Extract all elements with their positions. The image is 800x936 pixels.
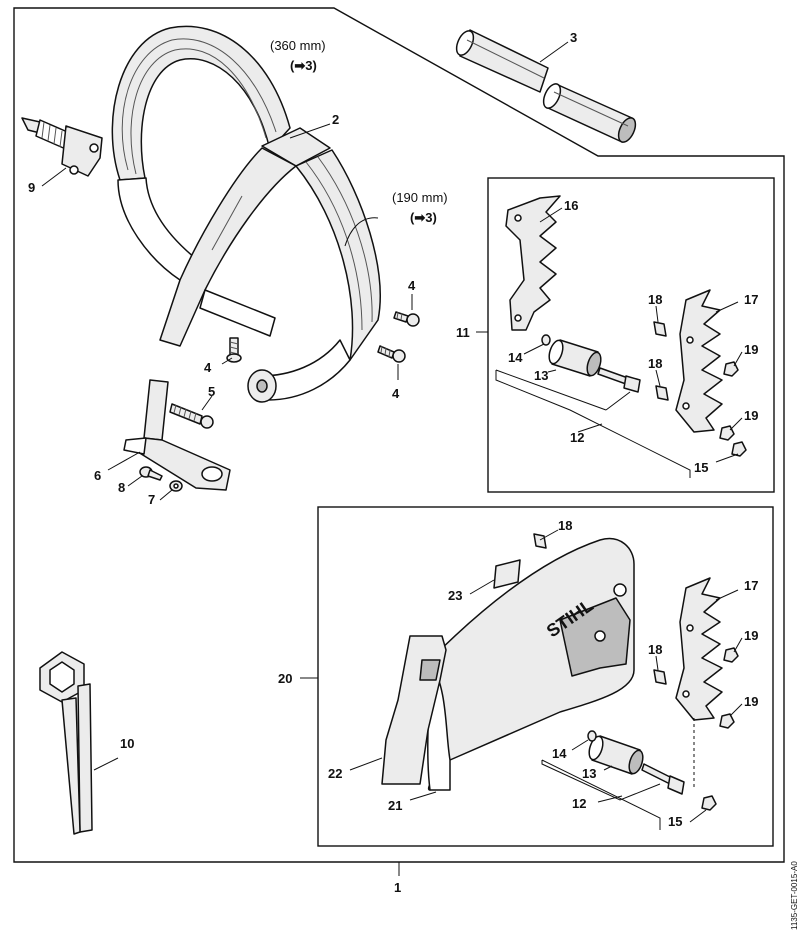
assembly-frame (13, 7, 785, 863)
callout-6: 6 (94, 468, 101, 483)
callout-5: 5 (208, 384, 215, 399)
note-length-190: (190 mm) (392, 190, 448, 205)
callout-7: 7 (148, 492, 155, 507)
washer-14-upper[interactable] (541, 334, 551, 346)
callout-14-b: 14 (552, 746, 567, 761)
nut-19-a[interactable] (723, 361, 739, 377)
screw-4b[interactable] (393, 311, 420, 327)
callout-20: 20 (278, 671, 292, 686)
callout-11: 11 (456, 325, 470, 340)
nut-19-c[interactable] (723, 647, 739, 663)
bolt-lower[interactable] (641, 763, 685, 795)
callout-1: 1 (394, 880, 401, 895)
callout-12-b: 12 (572, 796, 586, 811)
callout-18-c: 18 (558, 518, 572, 533)
callout-9: 9 (28, 180, 35, 195)
callout-8: 8 (118, 480, 125, 495)
callout-2: 2 (332, 112, 339, 127)
front-handle-bar[interactable] (111, 25, 381, 403)
callout-3: 3 (570, 30, 577, 45)
screw-18-b[interactable] (655, 385, 669, 401)
screw-18-a[interactable] (653, 321, 667, 337)
callout-4-c: 4 (392, 386, 400, 401)
callout-19-d: 19 (744, 694, 758, 709)
callout-10: 10 (120, 736, 134, 751)
callout-17-a: 17 (744, 292, 758, 307)
callout-4-b: 4 (204, 360, 212, 375)
nut-15-lower[interactable] (701, 795, 717, 811)
callout-13-a: 13 (534, 368, 548, 383)
screw-18-c[interactable] (533, 533, 547, 549)
spring-assembly[interactable] (21, 117, 103, 177)
screw-8[interactable] (139, 466, 163, 481)
guide-plate-22[interactable] (381, 635, 447, 785)
callout-18-a: 18 (648, 292, 662, 307)
callout-23: 23 (448, 588, 462, 603)
drawing-code: 1135-GET-0015-A0 (790, 861, 799, 930)
bumper-spike-16[interactable] (505, 195, 561, 331)
nut-15-upper[interactable] (731, 441, 747, 457)
bumper-spike-17-upper[interactable] (675, 289, 723, 433)
callout-18-d: 18 (648, 642, 662, 657)
leader-lines (41, 41, 743, 876)
rubber-plug-23[interactable] (493, 559, 521, 589)
washer-14-lower[interactable] (587, 730, 597, 742)
note-length-360: (360 mm) (270, 38, 326, 53)
washer-7[interactable] (169, 480, 183, 492)
sprocket-cover[interactable]: STIHL (427, 537, 635, 791)
spacer-sleeve-13-upper[interactable] (547, 339, 604, 378)
callout-4-a: 4 (408, 278, 416, 293)
nut-19-d[interactable] (719, 713, 735, 729)
callout-22: 22 (328, 766, 342, 781)
note-ref-360: (➡3) (290, 58, 317, 73)
callout-21: 21 (388, 798, 402, 813)
screw-18-d[interactable] (653, 669, 667, 685)
callout-18-b: 18 (648, 356, 662, 371)
callout-14-a: 14 (508, 350, 523, 365)
subassembly-frame-11 (487, 177, 775, 493)
callout-19-b: 19 (744, 408, 758, 423)
screw-4c[interactable] (377, 345, 406, 363)
bolt-upper[interactable] (597, 367, 641, 393)
callout-16: 16 (564, 198, 578, 213)
note-ref-190: (➡3) (410, 210, 437, 225)
hose-sleeves[interactable] (453, 28, 639, 144)
screw-5[interactable] (169, 403, 214, 429)
callout-19-c: 19 (744, 628, 758, 643)
subassembly-frame-20 (317, 506, 774, 847)
callout-19-a: 19 (744, 342, 758, 357)
screw-4a[interactable] (226, 337, 242, 363)
callout-15-b: 15 (668, 814, 682, 829)
spacer-sleeve-13-lower[interactable] (587, 735, 646, 776)
callout-15-a: 15 (694, 460, 708, 475)
callout-17-b: 17 (744, 578, 758, 593)
handle-bracket[interactable] (123, 379, 231, 491)
bumper-spike-17-lower[interactable] (675, 577, 723, 721)
callout-12-a: 12 (570, 430, 584, 445)
combination-wrench[interactable] (39, 651, 93, 835)
callout-13-b: 13 (582, 766, 596, 781)
